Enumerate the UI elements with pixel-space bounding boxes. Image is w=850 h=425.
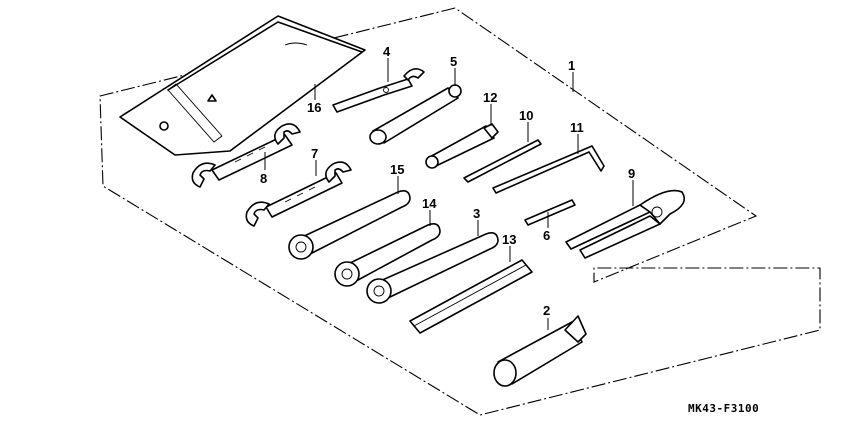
callout-6: 6 (543, 228, 550, 243)
ring-wrench-15 (288, 190, 411, 260)
callout-7: 7 (311, 146, 318, 161)
grip-sleeve (409, 259, 533, 334)
callout-1: 1 (568, 58, 575, 73)
screwdriver-bit (463, 139, 542, 183)
callout-12: 12 (483, 90, 497, 105)
callout-11: 11 (570, 120, 584, 135)
callout-13: 13 (502, 232, 516, 247)
screwdriver-handle (425, 123, 499, 169)
kit-boundary (99, 7, 821, 416)
callout-15: 15 (390, 162, 404, 177)
ring-wrench-3 (366, 232, 499, 304)
hook-spanner (332, 68, 425, 113)
ring-wrench-14 (334, 223, 441, 287)
callout-14: 14 (422, 196, 437, 211)
callout-8: 8 (260, 171, 267, 186)
callout-5: 5 (450, 54, 457, 69)
callout-4: 4 (383, 44, 391, 59)
hex-key (492, 145, 605, 194)
diagram-code: MK43-F3100 (688, 402, 760, 415)
pin (524, 199, 576, 226)
box-wrench (369, 84, 462, 145)
callout-10: 10 (519, 108, 533, 123)
tool-bag (119, 15, 366, 156)
callout-9: 9 (628, 166, 635, 181)
callout-2: 2 (543, 303, 550, 318)
extension-bar (493, 315, 587, 387)
callout-16: 16 (307, 100, 321, 115)
pliers (565, 189, 686, 259)
callout-3: 3 (473, 206, 480, 221)
open-end-wrench-7 (245, 161, 352, 227)
open-end-wrench-8 (191, 123, 301, 188)
